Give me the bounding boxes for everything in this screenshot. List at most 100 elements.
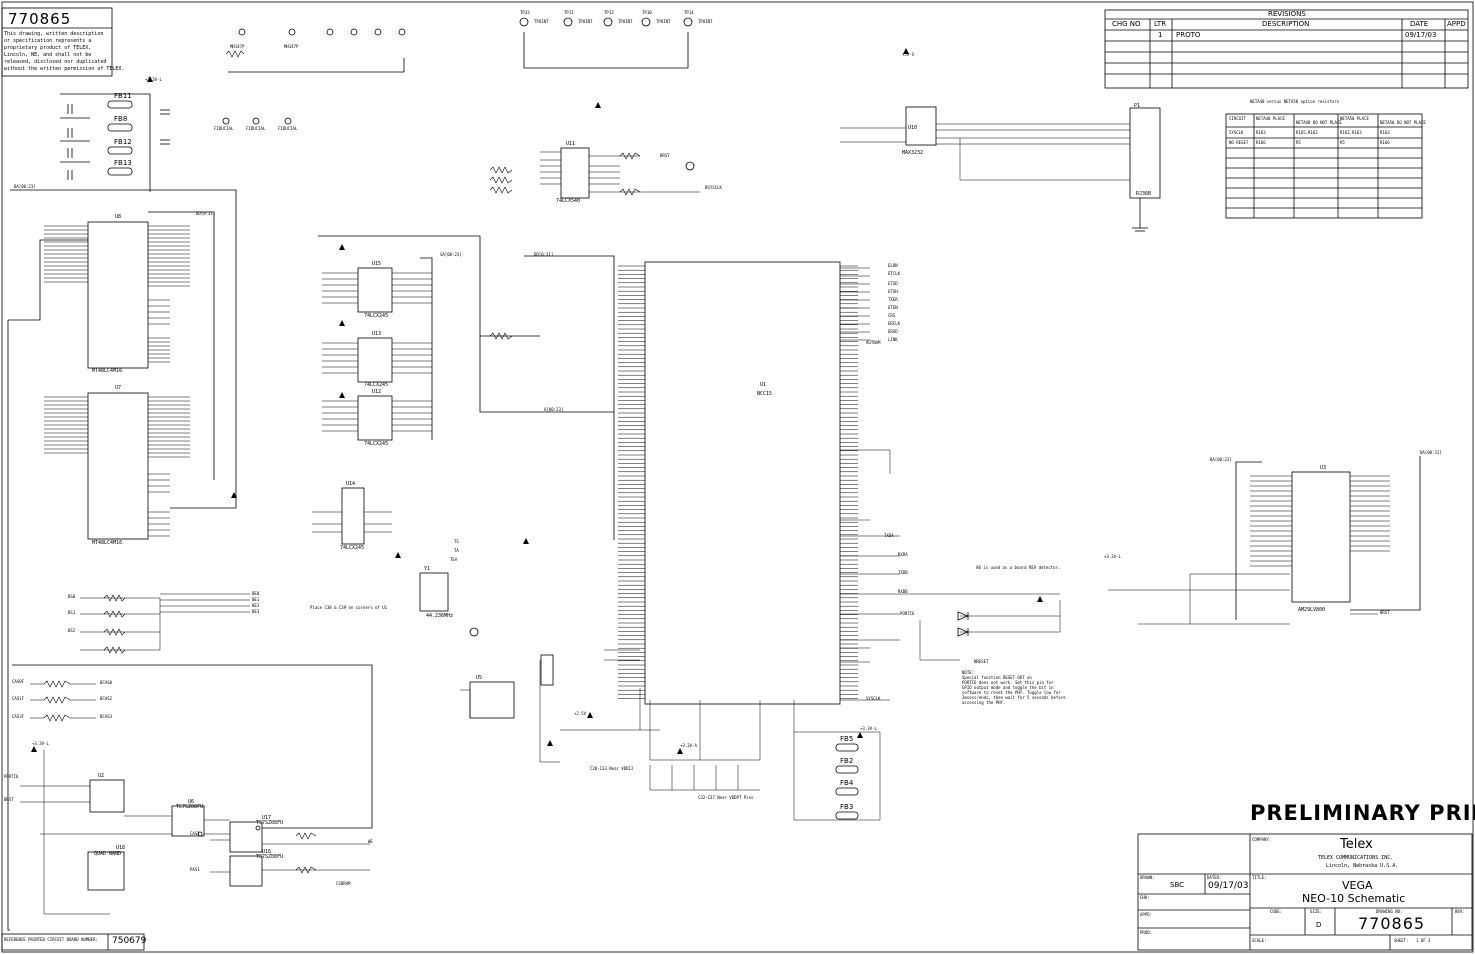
tb-chk-label: CHK: [1140, 895, 1150, 900]
net-cas0f: CAS0F [12, 679, 25, 684]
u10-part: MAX3232 [902, 150, 924, 156]
mh-label: MH147P [230, 44, 245, 49]
tp-label: TP14 [684, 10, 694, 15]
fb12-label: FB12 [114, 138, 132, 146]
note-reset: NOTE: Special function RESET-OUT on PORT… [962, 670, 1066, 705]
option-table-title: NETA40 versus NETA50 option resistors [1250, 99, 1340, 104]
fb2-label: FB2 [840, 757, 854, 765]
option-table [1225, 113, 1423, 219]
phy-etxh: ETXH [888, 289, 898, 294]
u11-label: U11 [566, 141, 576, 147]
tp-label: TP33 [520, 10, 530, 15]
opt-cell: R166 [1380, 140, 1390, 145]
net-cas1: CAS1 [190, 831, 200, 836]
tb-rev-label: REV: [1455, 909, 1465, 914]
net-dd2: DD[0:31] [534, 252, 554, 257]
note-line: 2msecs/ends, then wait for 5 seconds bef… [962, 695, 1066, 700]
revisions-title: REVISIONS [1268, 10, 1306, 18]
note-c32: C32-C37 Near VDDPT Pins [698, 795, 754, 800]
fb5-label: FB5 [840, 735, 854, 743]
opt-cell: SYSCLK [1229, 130, 1244, 135]
u6-part: TC7SZ08FU [176, 804, 204, 810]
net-ts: TS [454, 539, 459, 544]
u16-label: U16 [262, 849, 272, 855]
phy-link: LINK [888, 337, 898, 342]
rev-header-ltr: LTR [1154, 20, 1167, 28]
u12-part: 74LCX245 [364, 382, 389, 388]
net-brst3: BRST [1380, 610, 1390, 615]
u15-buffer-body [357, 267, 393, 313]
p1-label: P1 [1134, 103, 1141, 109]
tb-scale-label: SCALE: [1252, 938, 1267, 943]
u13-part: 74LCX245 [340, 545, 365, 551]
u12-buffer-body [357, 395, 393, 441]
net-v33l-b: +3.3V-L [860, 726, 877, 731]
note-line: PORTC6 does not work. Set this pin for [962, 680, 1054, 685]
fb11-label: FB11 [114, 92, 132, 100]
net-pas1: PAS1 [190, 867, 200, 872]
tb-dwg-label: DRAWING NO: [1376, 909, 1403, 914]
net-ad: A[00:23] [544, 407, 564, 412]
notice-box [1, 7, 113, 77]
u14-label: U14 [346, 481, 356, 487]
tb-company-label: COMPANY: [1252, 837, 1272, 842]
pcb-label: REFERENCE PRINTED CIRCUIT BOARD NUMBER: [4, 937, 98, 942]
u17-label: U17 [262, 815, 272, 821]
fb4-label: FB4 [840, 779, 854, 787]
opt-h1: NETA40 PLACE [1256, 116, 1285, 121]
opt-h4: NETA50 DO NOT PLACE [1380, 120, 1426, 125]
u8-sdram-body [87, 221, 149, 369]
opt-cell: R165,R162 [1296, 130, 1318, 135]
net-portc6b: PORTC6 [4, 774, 19, 779]
opt-cell: R162,R163 [1340, 130, 1362, 135]
preliminary-print: PRELIMINARY PRINT [1250, 801, 1475, 825]
tp-label: TP10 [642, 10, 652, 15]
u10-label: U10 [908, 125, 918, 131]
notice-line: or specification represents a [4, 38, 92, 44]
notice-line: proprietary product of TELEX, [4, 45, 92, 51]
net-be3: BE3 [252, 609, 260, 614]
u8-part: MT48LC4M16 [92, 368, 123, 374]
net-v33l: +3.3V-L [145, 77, 162, 82]
net-nreset: NRESET [974, 659, 989, 664]
notice-line: Lincoln, NE, and shall not be [4, 52, 92, 58]
opt-cell: NO RESET [1229, 140, 1249, 145]
title-block [1137, 833, 1473, 951]
opt-cell: R5 [1340, 140, 1345, 145]
tb-date: 09/17/03 [1208, 881, 1249, 891]
u18-label: U18 [116, 845, 126, 851]
tb-title-label: TITLE: [1252, 875, 1267, 880]
u13-label: U13 [372, 331, 382, 337]
notice-line: released, disclosed nor duplicated [4, 59, 107, 65]
u1-label: U1 [760, 382, 767, 388]
u10-max3232-body [905, 106, 937, 146]
tb-title1: VEGA [1342, 879, 1373, 892]
net-txdb: TXDB [898, 570, 908, 575]
note-line: Special function RESET-OUT on [962, 675, 1032, 680]
tp-label: TP13 [604, 10, 614, 15]
notice-line: This drawing, written description [4, 31, 104, 37]
u18-part: QUAD NAND [94, 851, 122, 857]
net-be0: BE0 [252, 591, 260, 596]
tb-company-city: Lincoln, Nebraska U.S.A. [1326, 863, 1399, 869]
rev-row-ltr: 1 [1158, 31, 1163, 39]
tb-prod-label: PROD: [1140, 930, 1153, 935]
net-ta: TA [454, 548, 459, 553]
u2-gate-body [89, 779, 125, 813]
net-cas1f: CAS1F [12, 696, 25, 701]
u14-buffer-body [341, 487, 365, 545]
phy-elrn: ELRN [888, 263, 898, 268]
u7-label: U7 [115, 385, 122, 391]
u15-label: U15 [372, 261, 382, 267]
net-portc6: PORTC6 [900, 611, 915, 616]
net-bcas2: BCAS2 [100, 696, 113, 701]
net-be1: BE1 [252, 597, 260, 602]
net-cas2f: CAS3F [12, 714, 25, 719]
tb-company-sub: TELEX COMMUNICATIONS INC. [1318, 855, 1394, 861]
net-rxdb: RXDB [898, 589, 908, 594]
opt-cell: R163 [1380, 130, 1390, 135]
tb-dwg-no: 770865 [1358, 914, 1426, 933]
tpoint-label: TPOINT [698, 19, 713, 24]
